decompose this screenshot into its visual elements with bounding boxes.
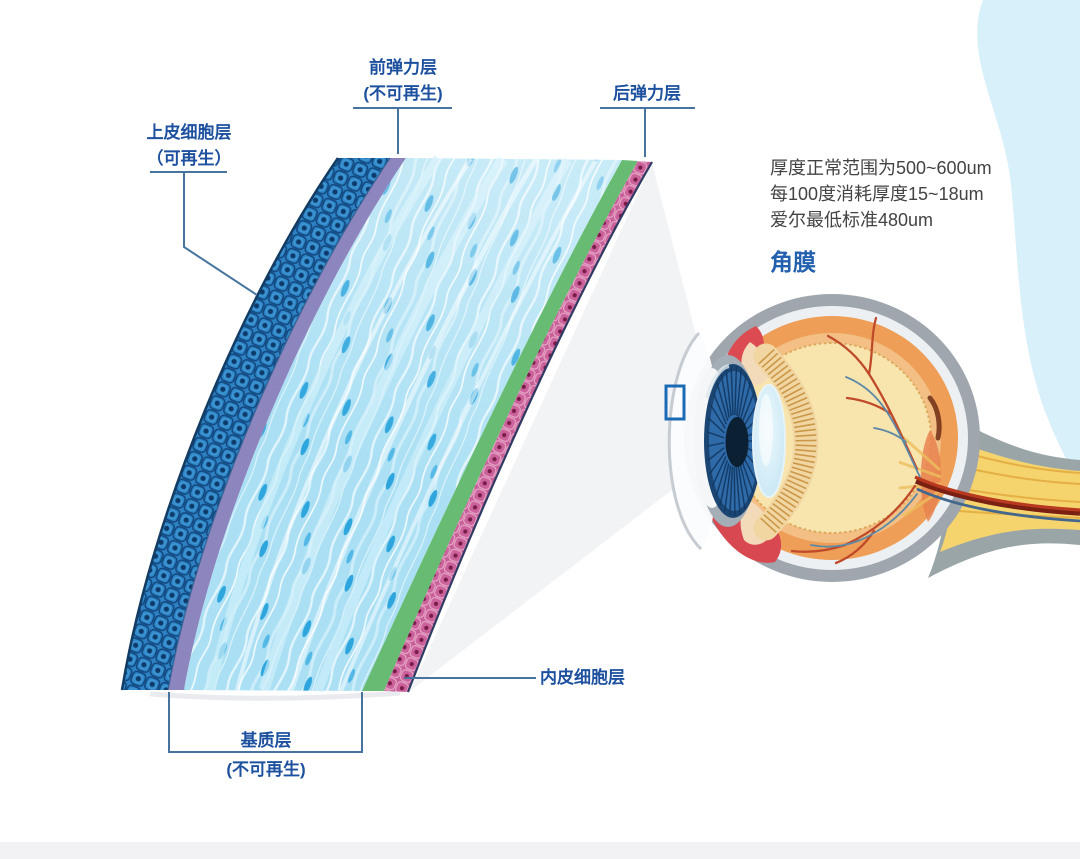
leader-lines: [150, 107, 695, 753]
macula-shadow: [927, 395, 942, 441]
iris-spokes: [706, 366, 761, 517]
nerve-fiber-fan: [898, 435, 942, 518]
label-epithelium: 上皮细胞层 （可再生）: [147, 120, 232, 172]
central-vessels: [914, 475, 1080, 523]
leader-descemet: [600, 107, 695, 157]
label-stroma-line2: (不可再生): [226, 760, 306, 779]
slab-shadow: [149, 690, 401, 701]
info-line-2: 每100度消耗厚度15~18um: [770, 184, 984, 204]
leader-bowman: [353, 107, 452, 154]
slab-outer-outline: [120, 157, 340, 691]
info-line-3: 爱尔最低标准480um: [770, 210, 934, 230]
cornea-outline: [667, 331, 703, 551]
leader-epithelium: [150, 171, 258, 296]
cornea-location-marker: [664, 384, 686, 421]
retinal-vessels: [790, 316, 921, 565]
label-endothelium: 内皮细胞层: [540, 665, 625, 691]
thickness-info: 厚度正常范围为500~600um 每100度消耗厚度15~18um 爱尔最低标准…: [770, 155, 992, 233]
background-blob: [977, 0, 1080, 485]
label-descemet: 后弹力层: [613, 81, 681, 107]
footer-band: [0, 842, 1080, 859]
descemet-layer: [362, 160, 638, 691]
epithelium-inner-outline: [167, 157, 391, 691]
lens-highlight: [759, 394, 773, 466]
info-line-1: 厚度正常范围为500~600um: [770, 158, 992, 178]
epithelium-layer: [122, 158, 390, 690]
slab-inner-outline: [406, 161, 653, 693]
label-stroma: 基质层 (不可再生): [226, 726, 305, 784]
light-beam-wedge: [410, 163, 705, 691]
label-bowman-line2: (不可再生): [363, 84, 443, 103]
label-stroma-line1: 基质层: [240, 731, 292, 750]
cornea-cross-section: [120, 155, 653, 701]
pupil: [725, 417, 749, 467]
label-bowman: 前弹力层 (不可再生): [363, 55, 442, 107]
label-bowman-line1: 前弹力层: [368, 58, 437, 77]
bowman-layer: [168, 158, 406, 690]
cornea-title: 角膜: [770, 249, 816, 275]
label-descemet-line1: 后弹力层: [613, 84, 681, 103]
label-epithelium-line2: （可再生）: [146, 149, 232, 168]
label-epithelium-line1: 上皮细胞层: [146, 123, 232, 142]
leader-stroma-bracket: [168, 692, 363, 753]
iris-rim-highlight: [705, 364, 730, 399]
zonule-comb: [753, 343, 819, 541]
label-endothelium-line1: 内皮细胞层: [540, 668, 625, 687]
ciliary-muscle-upper: [741, 342, 770, 386]
stroma-highlight: [184, 158, 622, 691]
eye-diagram: [664, 294, 1080, 582]
